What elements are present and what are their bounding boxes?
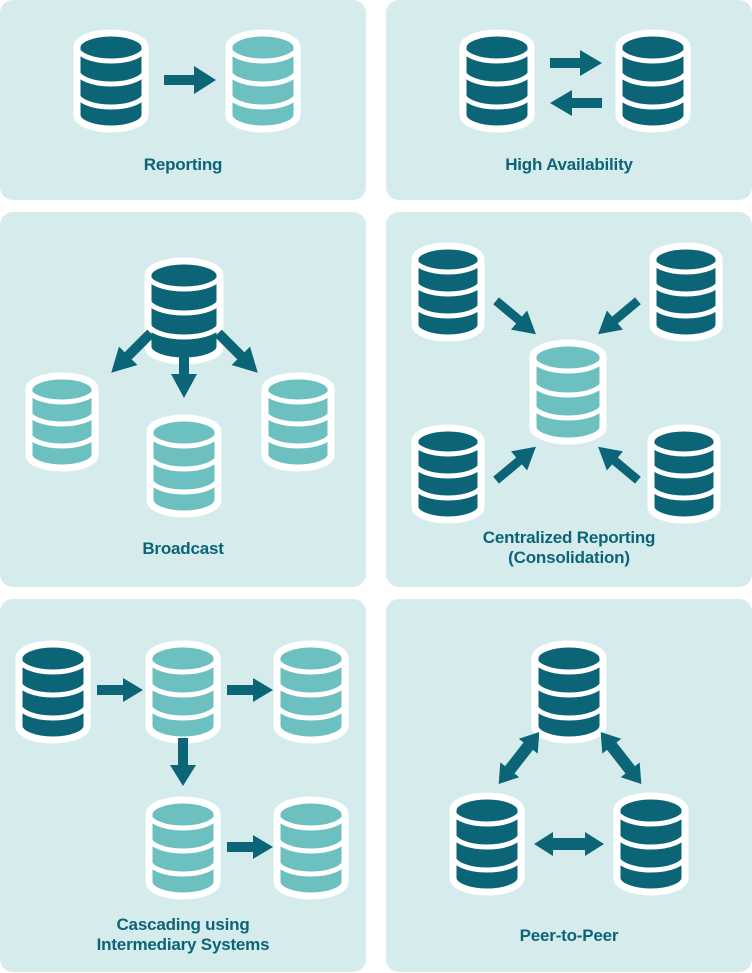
source-database-top-left — [410, 242, 486, 342]
flow-arrow-right — [164, 66, 216, 94]
flow-arrow-bidirectional-bottom — [534, 832, 604, 856]
caption-line: High Availability — [505, 155, 633, 174]
flow-arrow-right-3 — [227, 835, 273, 859]
panel-broadcast: Broadcast — [0, 212, 366, 587]
panel-caption: Centralized Reporting (Consolidation) — [386, 528, 752, 568]
peer-database-top — [530, 640, 608, 744]
panel-reporting: Reporting — [0, 0, 366, 200]
peer-database-bottom-right — [612, 792, 690, 896]
flow-arrow-right-2 — [227, 678, 273, 702]
panel-caption: Peer-to-Peer — [386, 926, 752, 946]
source-database-bottom-right — [646, 424, 722, 524]
replica-database-right — [260, 372, 336, 472]
caption-line: Intermediary Systems — [96, 935, 270, 954]
replica-database-bottom-right — [272, 796, 350, 900]
source-database — [143, 257, 225, 365]
flow-arrow-down-right — [209, 324, 267, 382]
flow-arrow-up-left — [590, 437, 646, 490]
flow-arrow-down — [170, 738, 196, 786]
flow-arrow-down-left — [590, 291, 646, 344]
replica-database — [224, 29, 302, 133]
flow-arrow-bidirectional-right — [591, 725, 651, 792]
panel-caption: Reporting — [0, 155, 366, 175]
replica-database-top-right — [272, 640, 350, 744]
source-database — [14, 640, 92, 744]
flow-arrow-bidirectional-left — [489, 725, 549, 792]
panel-centralized-reporting: Centralized Reporting (Consolidation) — [386, 212, 752, 587]
caption-line: Reporting — [143, 155, 223, 174]
caption-line: Cascading using — [116, 915, 250, 934]
caption-line: (Consolidation) — [508, 548, 630, 567]
panel-caption: High Availability — [386, 155, 752, 175]
peer-database-bottom-left — [448, 792, 526, 896]
replica-database-center — [145, 414, 223, 518]
panel-peer-to-peer: Peer-to-Peer — [386, 599, 752, 972]
flow-arrow-right-1 — [97, 678, 143, 702]
intermediary-database — [144, 640, 222, 744]
panel-cascading: Cascading using Intermediary Systems — [0, 599, 366, 972]
primary-database — [458, 29, 536, 133]
panel-caption: Broadcast — [0, 539, 366, 559]
panel-high-availability: High Availability — [386, 0, 752, 200]
source-database-top-right — [648, 242, 724, 342]
flow-arrow-left — [550, 90, 602, 116]
flow-arrow-up-right — [488, 437, 544, 490]
flow-arrow-down-right — [488, 291, 544, 344]
source-database-bottom-left — [410, 424, 486, 524]
caption-line: Centralized Reporting — [482, 528, 656, 547]
consolidated-database — [528, 339, 608, 445]
source-database — [72, 29, 150, 133]
panel-caption: Cascading using Intermediary Systems — [0, 915, 366, 955]
flow-arrow-down — [171, 342, 197, 398]
flow-arrow-right — [550, 50, 602, 76]
caption-line: Broadcast — [142, 539, 224, 558]
replica-database-bottom-left — [144, 796, 222, 900]
standby-database — [614, 29, 692, 133]
replica-database-left — [24, 372, 100, 472]
flow-arrow-down-left — [102, 324, 160, 382]
caption-line: Peer-to-Peer — [519, 926, 619, 945]
